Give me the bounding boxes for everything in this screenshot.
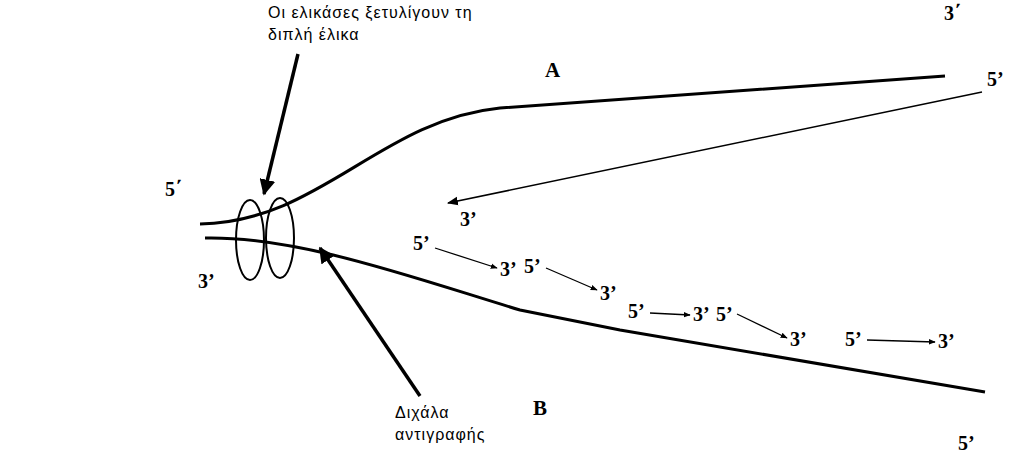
- strand-end-label: 5’: [628, 300, 645, 323]
- strand-end-label: 3’: [460, 208, 477, 231]
- helicase-ring: [236, 200, 264, 280]
- helicase-note: Οι ελικάσες ξετυλίγουν τη διπλή έλικα: [268, 2, 493, 45]
- strand-end-label: 3’: [198, 270, 215, 293]
- okazaki-fragment: [737, 314, 787, 338]
- strand-end-label: 3’: [790, 328, 807, 351]
- strand-name: A: [545, 58, 560, 82]
- strand-end-label: 5’: [987, 68, 1004, 91]
- strand-end-label: 5’: [845, 328, 862, 351]
- strand-end-label: 5΄: [165, 178, 182, 201]
- pointer-arrow: [264, 54, 298, 194]
- strand-end-label: 5’: [524, 255, 541, 278]
- strand-end-label: 5’: [958, 432, 975, 455]
- fork-note: Διχάλα αντιγραφής: [395, 402, 507, 445]
- pointer-arrow: [320, 248, 420, 396]
- strand-end-label: 3΄: [944, 2, 961, 25]
- strand-end-label: 3’: [500, 258, 517, 281]
- strand-end-label: 3’: [600, 282, 617, 305]
- parental-strand: [200, 76, 945, 224]
- strand-end-label: 5’: [413, 232, 430, 255]
- okazaki-fragment: [435, 248, 497, 268]
- strand-end-label: 3’: [693, 303, 710, 326]
- okazaki-fragment: [546, 268, 597, 290]
- okazaki-fragment: [650, 313, 690, 315]
- strand-end-label: 5’: [716, 303, 733, 326]
- okazaki-fragment: [867, 340, 935, 342]
- leading-strand: [448, 92, 982, 203]
- helicase-ring: [266, 198, 294, 278]
- strand-name: B: [533, 396, 547, 420]
- strand-end-label: 3’: [938, 330, 955, 353]
- parental-strand: [205, 238, 985, 392]
